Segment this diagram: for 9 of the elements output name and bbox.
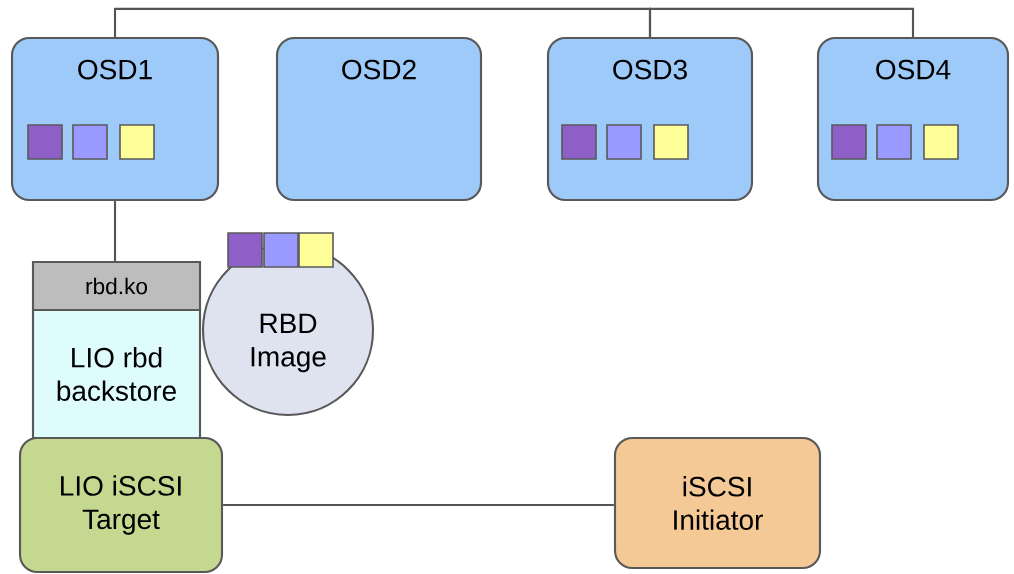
initiator-box: iSCSI Initiator: [613, 436, 822, 570]
backstore-box: LIO rbd backstore: [31, 308, 202, 440]
target-box: LIO iSCSI Target: [18, 436, 224, 574]
connector-line: [113, 7, 652, 37]
connector-line: [648, 7, 915, 37]
connector-line: [223, 503, 614, 507]
connector-line: [113, 201, 117, 261]
module-box: rbd.ko: [31, 260, 202, 312]
storage-node-box: OSD2: [275, 36, 483, 202]
